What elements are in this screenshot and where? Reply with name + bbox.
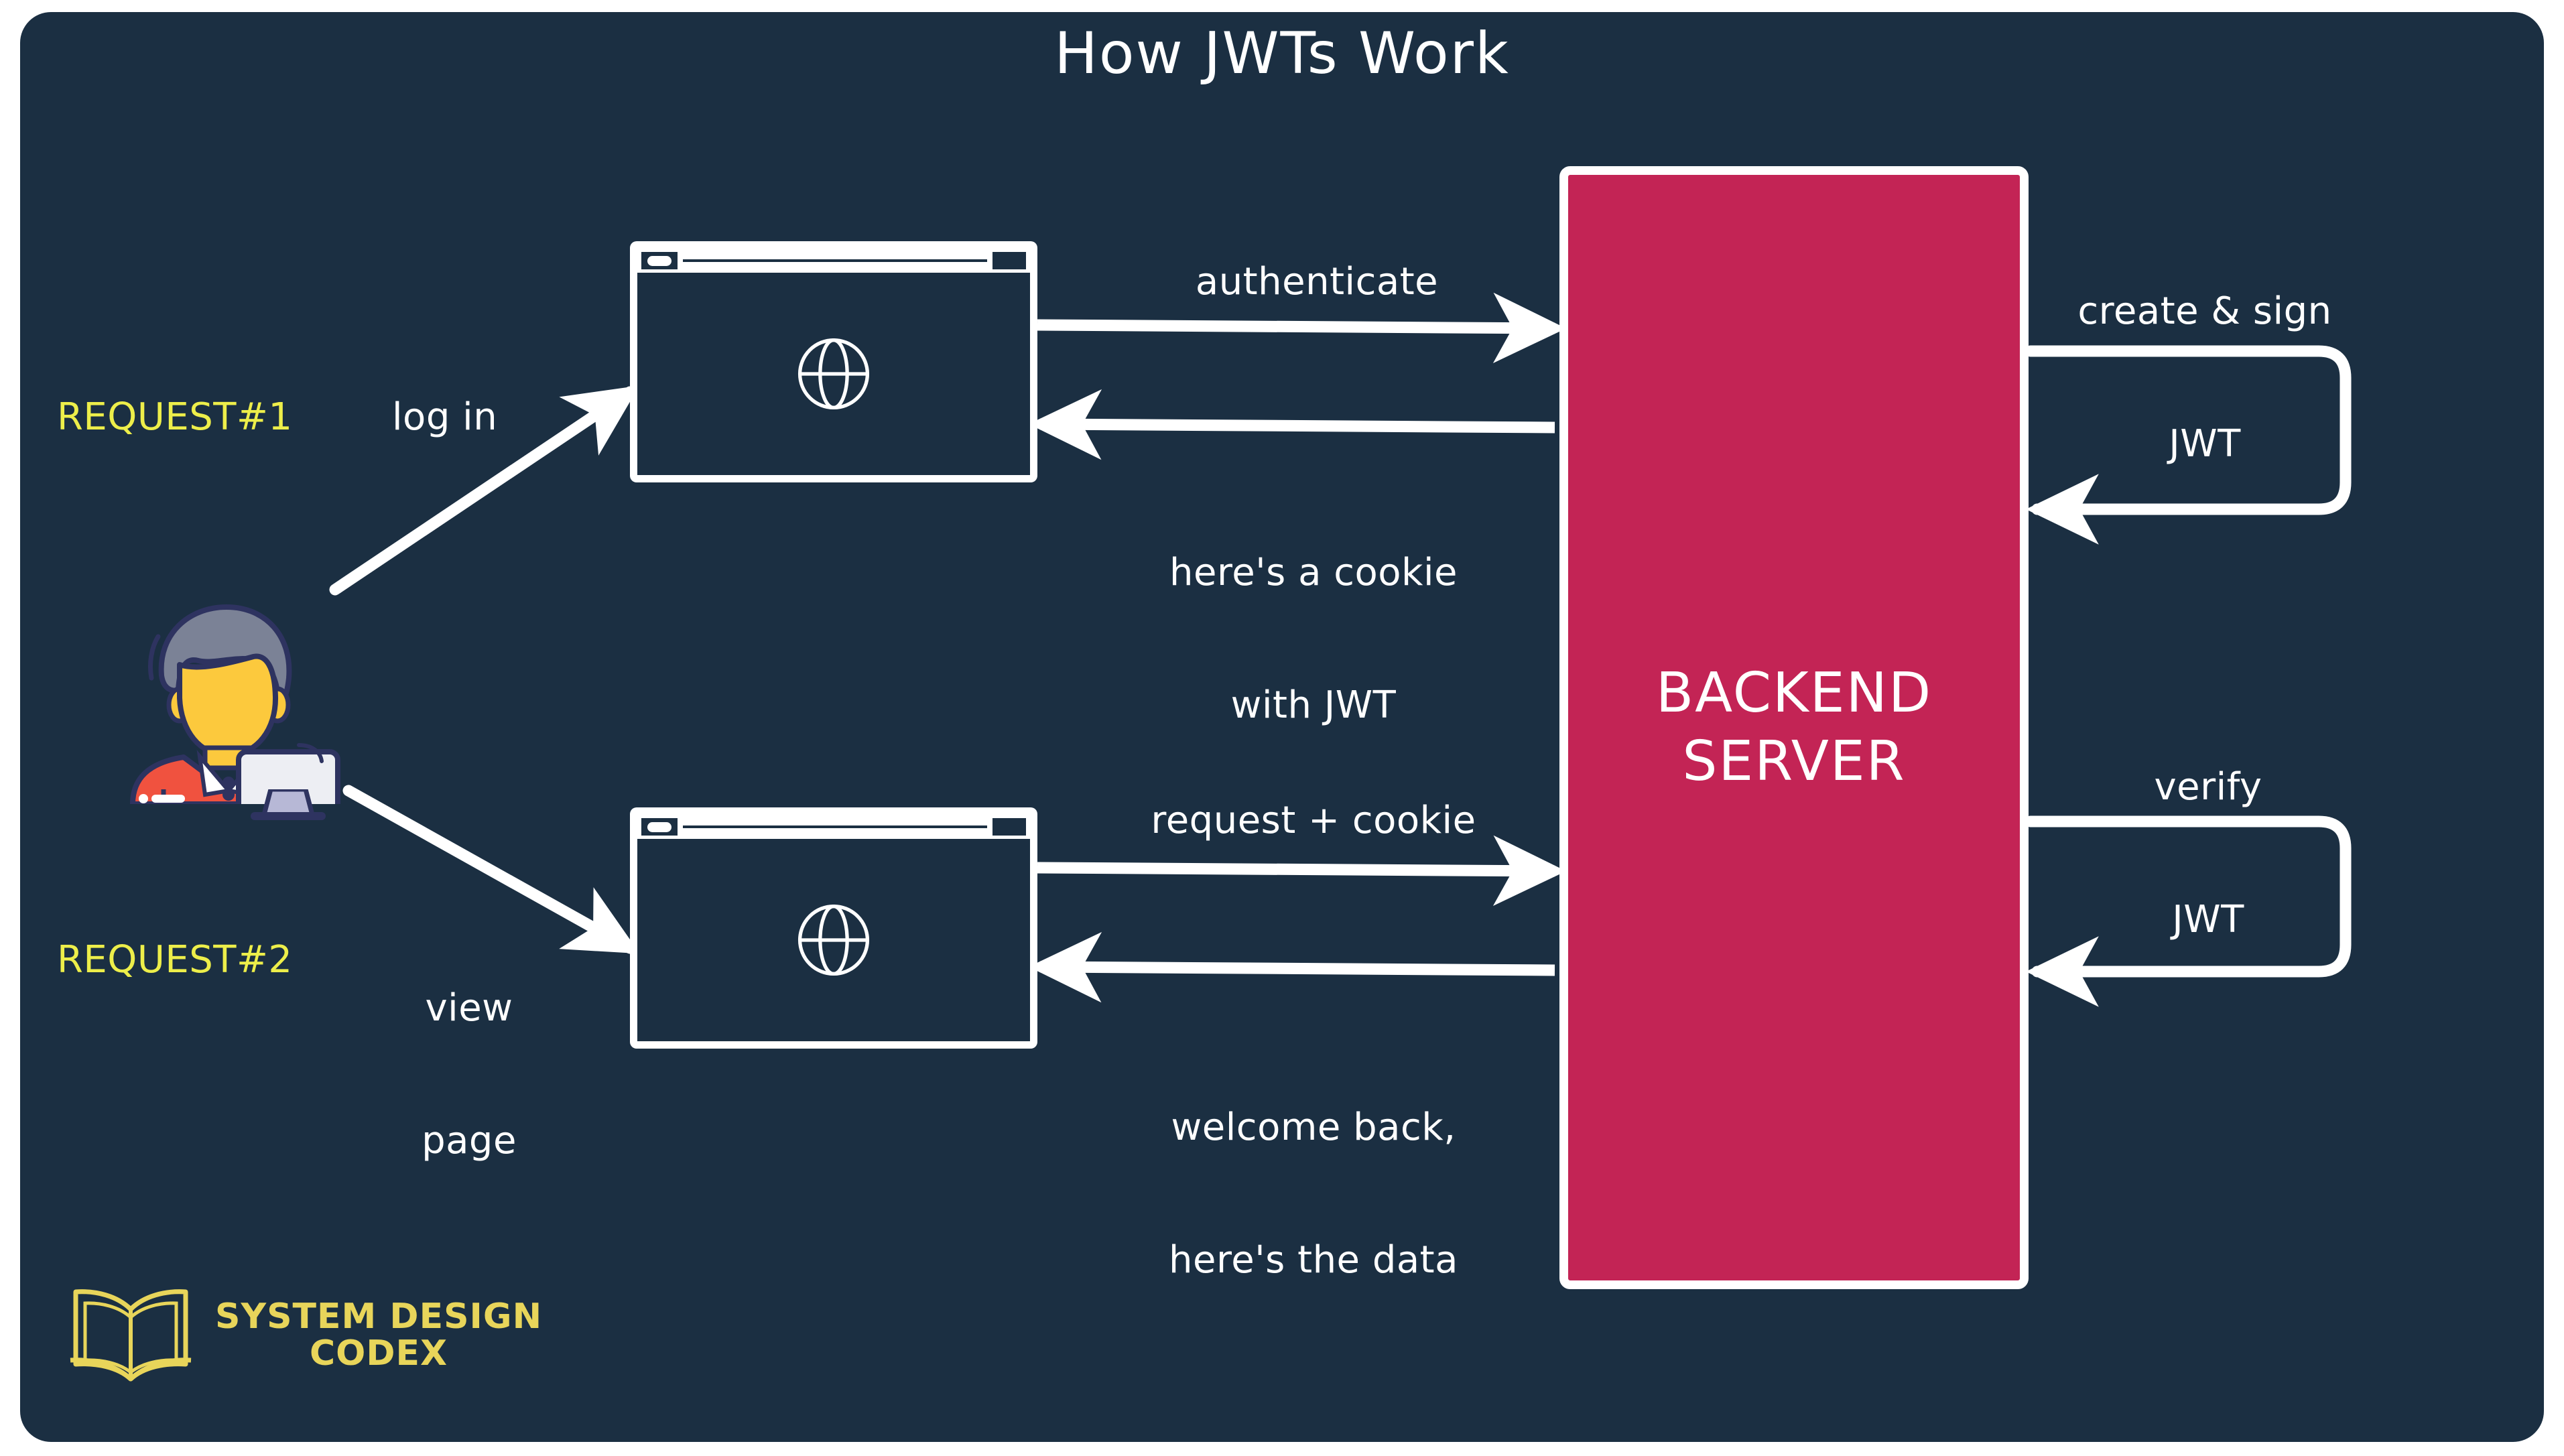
label-create-and-sign-jwt-line2: JWT [2169,422,2241,466]
badge-request-1: REQUEST#1 [57,395,293,439]
backend-server-label: BACKEND SERVER [1656,659,1932,797]
diagram-background [20,12,2544,1442]
browser-titlebar [637,249,1030,273]
label-view-page-line2: page [422,1119,517,1163]
browser-viewport [637,273,1030,475]
menu-button-icon[interactable] [992,818,1026,836]
label-verify-jwt-line2: JWT [2172,898,2244,942]
label-heres-a-cookie: here's a cookie with JWT [1072,462,1555,817]
brand-logo-line2: CODEX [309,1333,448,1374]
label-welcome-back-line1: welcome back, [1171,1106,1456,1150]
backend-server-box[interactable]: BACKEND SERVER [1559,166,2029,1289]
label-view-page: view page [389,898,550,1252]
label-create-and-sign-jwt: create & sign JWT [2037,201,2372,555]
label-verify-jwt-line1: verify [2154,765,2262,809]
monitor-stand-icon [251,789,326,820]
brand-logo-text: SYSTEM DESIGN CODEX [215,1296,543,1374]
label-create-and-sign-jwt-line1: create & sign [2077,289,2332,334]
address-bar[interactable] [683,825,987,828]
backend-server-label-line2: SERVER [1682,730,1906,793]
badge-request-2: REQUEST#2 [57,938,293,982]
label-welcome-back-line2: here's the data [1169,1238,1458,1282]
user-at-computer-icon [130,604,340,804]
label-view-page-line1: view [425,986,513,1031]
menu-button-icon[interactable] [992,252,1026,269]
browser-titlebar [637,815,1030,839]
browser-window-2[interactable] [630,807,1037,1049]
browser-viewport [637,839,1030,1041]
page-title: How JWTs Work [1054,20,1510,87]
brand-logo: SYSTEM DESIGN CODEX [64,1285,542,1386]
address-bar[interactable] [683,259,987,262]
label-request-plus-cookie: request + cookie [1151,799,1476,842]
backend-server-label-line1: BACKEND [1655,661,1933,725]
globe-icon [797,904,870,976]
globe-icon [797,338,870,410]
window-controls-icon [641,252,678,269]
label-welcome-back: welcome back, here's the data [1072,1017,1555,1372]
browser-window-1[interactable] [630,241,1037,482]
label-verify-jwt: verify JWT [2067,677,2349,1031]
label-authenticate: authenticate [1195,260,1439,304]
label-heres-a-cookie-line2: with JWT [1230,683,1397,728]
window-controls-icon [641,818,678,836]
brand-logo-line1: SYSTEM DESIGN [215,1296,543,1337]
open-book-icon [70,1289,192,1382]
label-heres-a-cookie-line1: here's a cookie [1169,551,1458,595]
label-log-in: log in [392,395,498,439]
